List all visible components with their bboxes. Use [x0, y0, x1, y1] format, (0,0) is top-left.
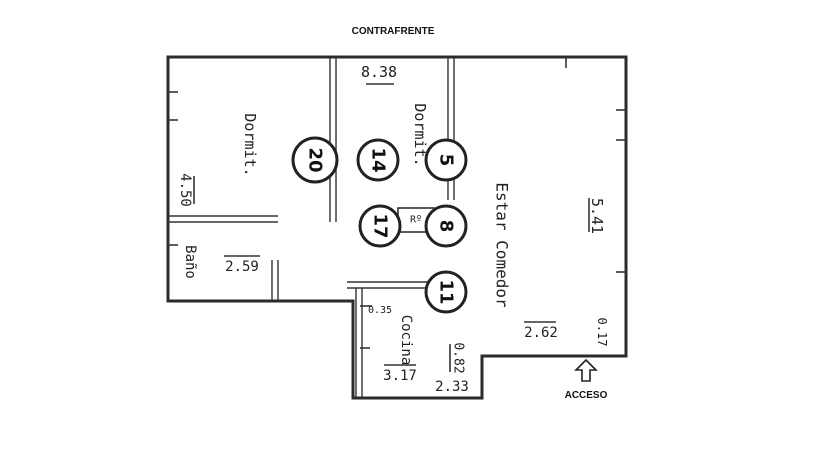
column-17: 17: [358, 204, 402, 248]
column-5: 5: [424, 138, 468, 182]
acceso-label: ACCESO: [565, 390, 608, 401]
room-label-rp: Rº: [410, 215, 422, 226]
dimension-right-small: 0.17: [595, 318, 609, 347]
dimension-cocina-small: 0.35: [368, 305, 392, 316]
column-14: 14: [356, 138, 400, 182]
room-label-cocina: Cocina: [398, 315, 414, 366]
dimension-left-height: 4.50: [177, 173, 193, 207]
column-label: 14: [368, 147, 389, 172]
column-label: 17: [370, 213, 391, 238]
contrafrente-label: CONTRAFRENTE: [352, 26, 435, 37]
dimension-bano-width: 2.59: [225, 259, 259, 275]
dimension-top-width: 8.38: [361, 63, 397, 81]
dimension-estar-width: 2.62: [524, 325, 558, 341]
room-label-dormit-left: Dormit.: [241, 113, 259, 176]
dimension-right-height: 5.41: [588, 198, 606, 234]
outer-wall: [166, 55, 628, 400]
column-label: 8: [436, 220, 457, 233]
dimension-cocina-width: 3.17: [383, 368, 417, 384]
access-arrow-icon: [574, 358, 598, 382]
column-20: 20: [291, 136, 339, 184]
room-label-estar-comedor: Estar Comedor: [493, 182, 512, 308]
column-8: 8: [424, 204, 468, 248]
column-label: 5: [436, 154, 457, 167]
room-label-bano: Baño: [182, 245, 198, 279]
column-label: 20: [305, 147, 326, 172]
dimension-cocina-bottom: 2.33: [435, 379, 469, 395]
column-11: 11: [424, 270, 468, 314]
room-label-dormit-center: Dormit.: [411, 103, 429, 166]
column-label: 11: [436, 279, 457, 304]
dimension-cocina-depth: 0.82: [451, 342, 466, 373]
